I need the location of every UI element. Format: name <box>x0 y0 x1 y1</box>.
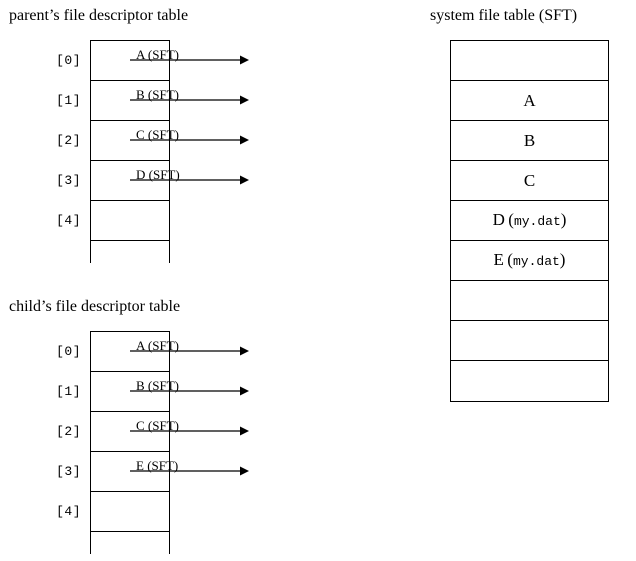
sft-row <box>451 321 608 361</box>
sft-row <box>451 361 608 401</box>
sft-cell: B <box>523 130 536 150</box>
fd-index-label: [2] <box>56 132 81 148</box>
sft-table-title: system file table (SFT) <box>430 7 578 24</box>
fd-index-label: [3] <box>56 172 81 188</box>
fd-row: [2] <box>56 121 169 161</box>
fd-index-label: [3] <box>56 463 81 479</box>
fd-index-label: [1] <box>56 92 81 108</box>
sft-cell: D (my.dat) <box>492 209 567 229</box>
fd-index-label: [2] <box>56 423 81 439</box>
fd-row: [2] <box>56 412 169 452</box>
fd-index-label: [1] <box>56 383 81 399</box>
fd-row: [4] <box>56 201 169 241</box>
fd-index-label: [0] <box>56 343 81 359</box>
fd-row: [1] <box>56 372 169 412</box>
sft-cell: A <box>523 90 536 110</box>
sft-row: D (my.dat) <box>451 201 608 241</box>
sft-row: E (my.dat) <box>451 241 608 281</box>
child-table-title: child’s file descriptor table <box>9 298 181 315</box>
sft-row: C <box>451 161 608 201</box>
sft-row: B <box>451 121 608 161</box>
fd-row-open-tail <box>91 241 169 263</box>
sft-row <box>451 281 608 321</box>
fd-index-label: [0] <box>56 52 81 68</box>
fd-index-label: [4] <box>56 212 81 228</box>
sft-row <box>451 41 608 81</box>
sft-row: A <box>451 81 608 121</box>
fd-row: [3] <box>56 452 169 492</box>
fd-row: [3] <box>56 161 169 201</box>
fd-row: [0] <box>56 332 169 372</box>
sft-cell: C <box>523 170 536 190</box>
parent-table-title: parent’s file descriptor table <box>9 7 189 24</box>
fd-row: [1] <box>56 81 169 121</box>
fd-row: [0] <box>56 41 169 81</box>
fd-row: [4] <box>56 492 169 532</box>
sft-cell: E (my.dat) <box>493 249 566 269</box>
fd-index-label: [4] <box>56 503 81 519</box>
fd-row-open-tail <box>91 532 169 554</box>
system-file-table: A B C D (my.dat) E (my.dat) <box>450 40 609 402</box>
